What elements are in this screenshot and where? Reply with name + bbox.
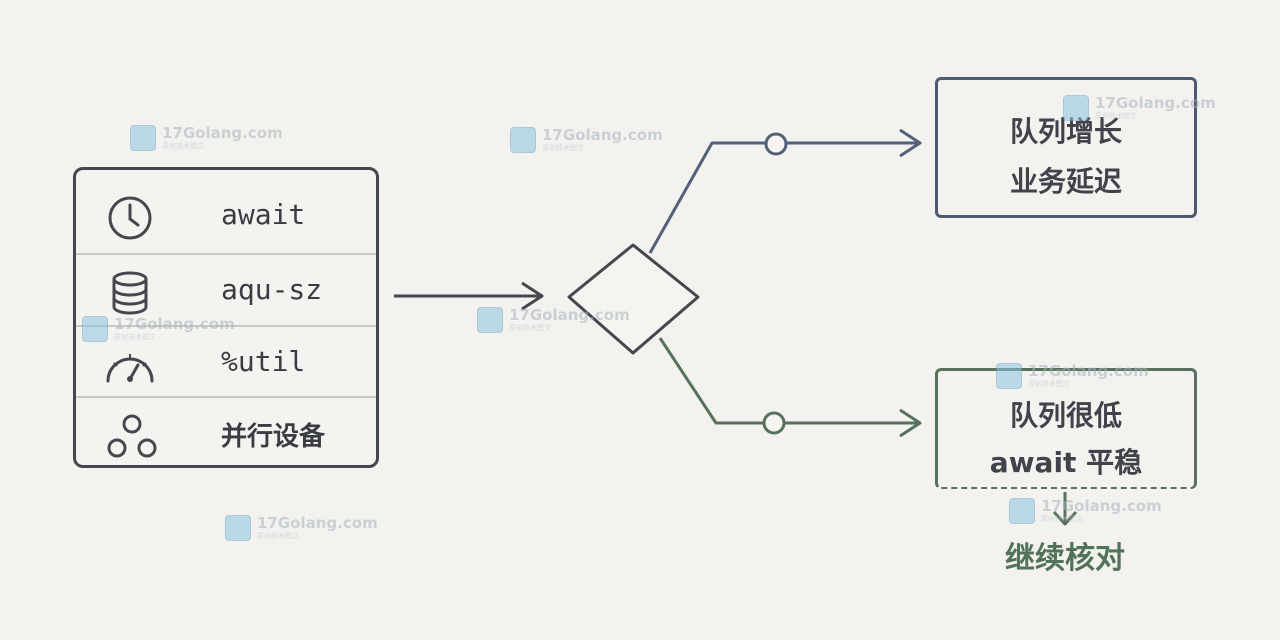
metric-row-aqu-sz: aqu-sz — [76, 255, 376, 327]
watermark-subtext: 原创技术图文 — [1028, 380, 1070, 388]
database-icon — [112, 271, 148, 315]
watermark-text: 17Golang.com — [509, 306, 630, 324]
follow-up-label: 继续核对 — [1005, 541, 1125, 576]
watermark-subtext: 原创技术图文 — [542, 144, 584, 152]
outcome-line: 业务延迟 — [1009, 165, 1122, 198]
watermark-text: 17Golang.com — [1028, 362, 1149, 380]
watermark-text: 17Golang.com — [1095, 94, 1216, 112]
metric-row-parallel: 并行设备 — [76, 398, 376, 470]
outcome-high-box: 队列增长 业务延迟 — [935, 77, 1197, 218]
watermark-text: 17Golang.com — [114, 315, 235, 333]
watermark-subtext: 原创技术图文 — [257, 532, 299, 540]
gauge-icon — [106, 354, 154, 383]
watermark-logo-icon — [1063, 95, 1089, 121]
decision-diamond — [567, 243, 700, 355]
metric-label: %util — [221, 345, 306, 378]
watermark-text: 17Golang.com — [542, 126, 663, 144]
upper-branch-arrow — [648, 128, 922, 254]
metric-label: aqu-sz — [221, 273, 323, 306]
watermark-text: 17Golang.com — [162, 124, 283, 142]
nodes-icon — [107, 414, 157, 458]
watermark-logo-icon — [1009, 498, 1035, 524]
watermark-logo-icon — [130, 125, 156, 151]
row-divider — [76, 396, 376, 398]
watermark-logo-icon — [82, 316, 108, 342]
row-divider — [76, 253, 376, 255]
watermark-logo-icon — [510, 127, 536, 153]
input-arrow — [394, 281, 544, 311]
watermark-logo-icon — [477, 307, 503, 333]
metric-label: await — [221, 198, 306, 231]
watermark-logo-icon — [996, 363, 1022, 389]
lower-branch-arrow — [658, 337, 922, 438]
watermark-subtext: 原创技术图文 — [1095, 112, 1137, 120]
row-divider — [76, 325, 376, 327]
watermark-subtext: 原创技术图文 — [162, 142, 204, 150]
outcome-line: 队列很低 — [1009, 399, 1122, 432]
watermark-logo-icon — [225, 515, 251, 541]
watermark-subtext: 原创技术图文 — [509, 324, 551, 332]
metric-label: 并行设备 — [221, 422, 326, 452]
metric-row-util: %util — [76, 327, 376, 399]
follow-up-arrow — [1052, 492, 1078, 526]
metrics-card: await aqu-sz %util 并行设备 — [73, 167, 379, 468]
watermark-text: 17Golang.com — [1041, 497, 1162, 515]
watermark-subtext: 原创技术图文 — [114, 333, 156, 341]
watermark-text: 17Golang.com — [257, 514, 378, 532]
outcome-line: await 平稳 — [989, 446, 1143, 479]
clock-icon — [108, 196, 152, 240]
metric-row-await: await — [76, 180, 376, 252]
watermark-subtext: 原创技术图文 — [1041, 515, 1083, 523]
outcome-low-box: 队列很低 await 平稳 — [935, 368, 1197, 489]
